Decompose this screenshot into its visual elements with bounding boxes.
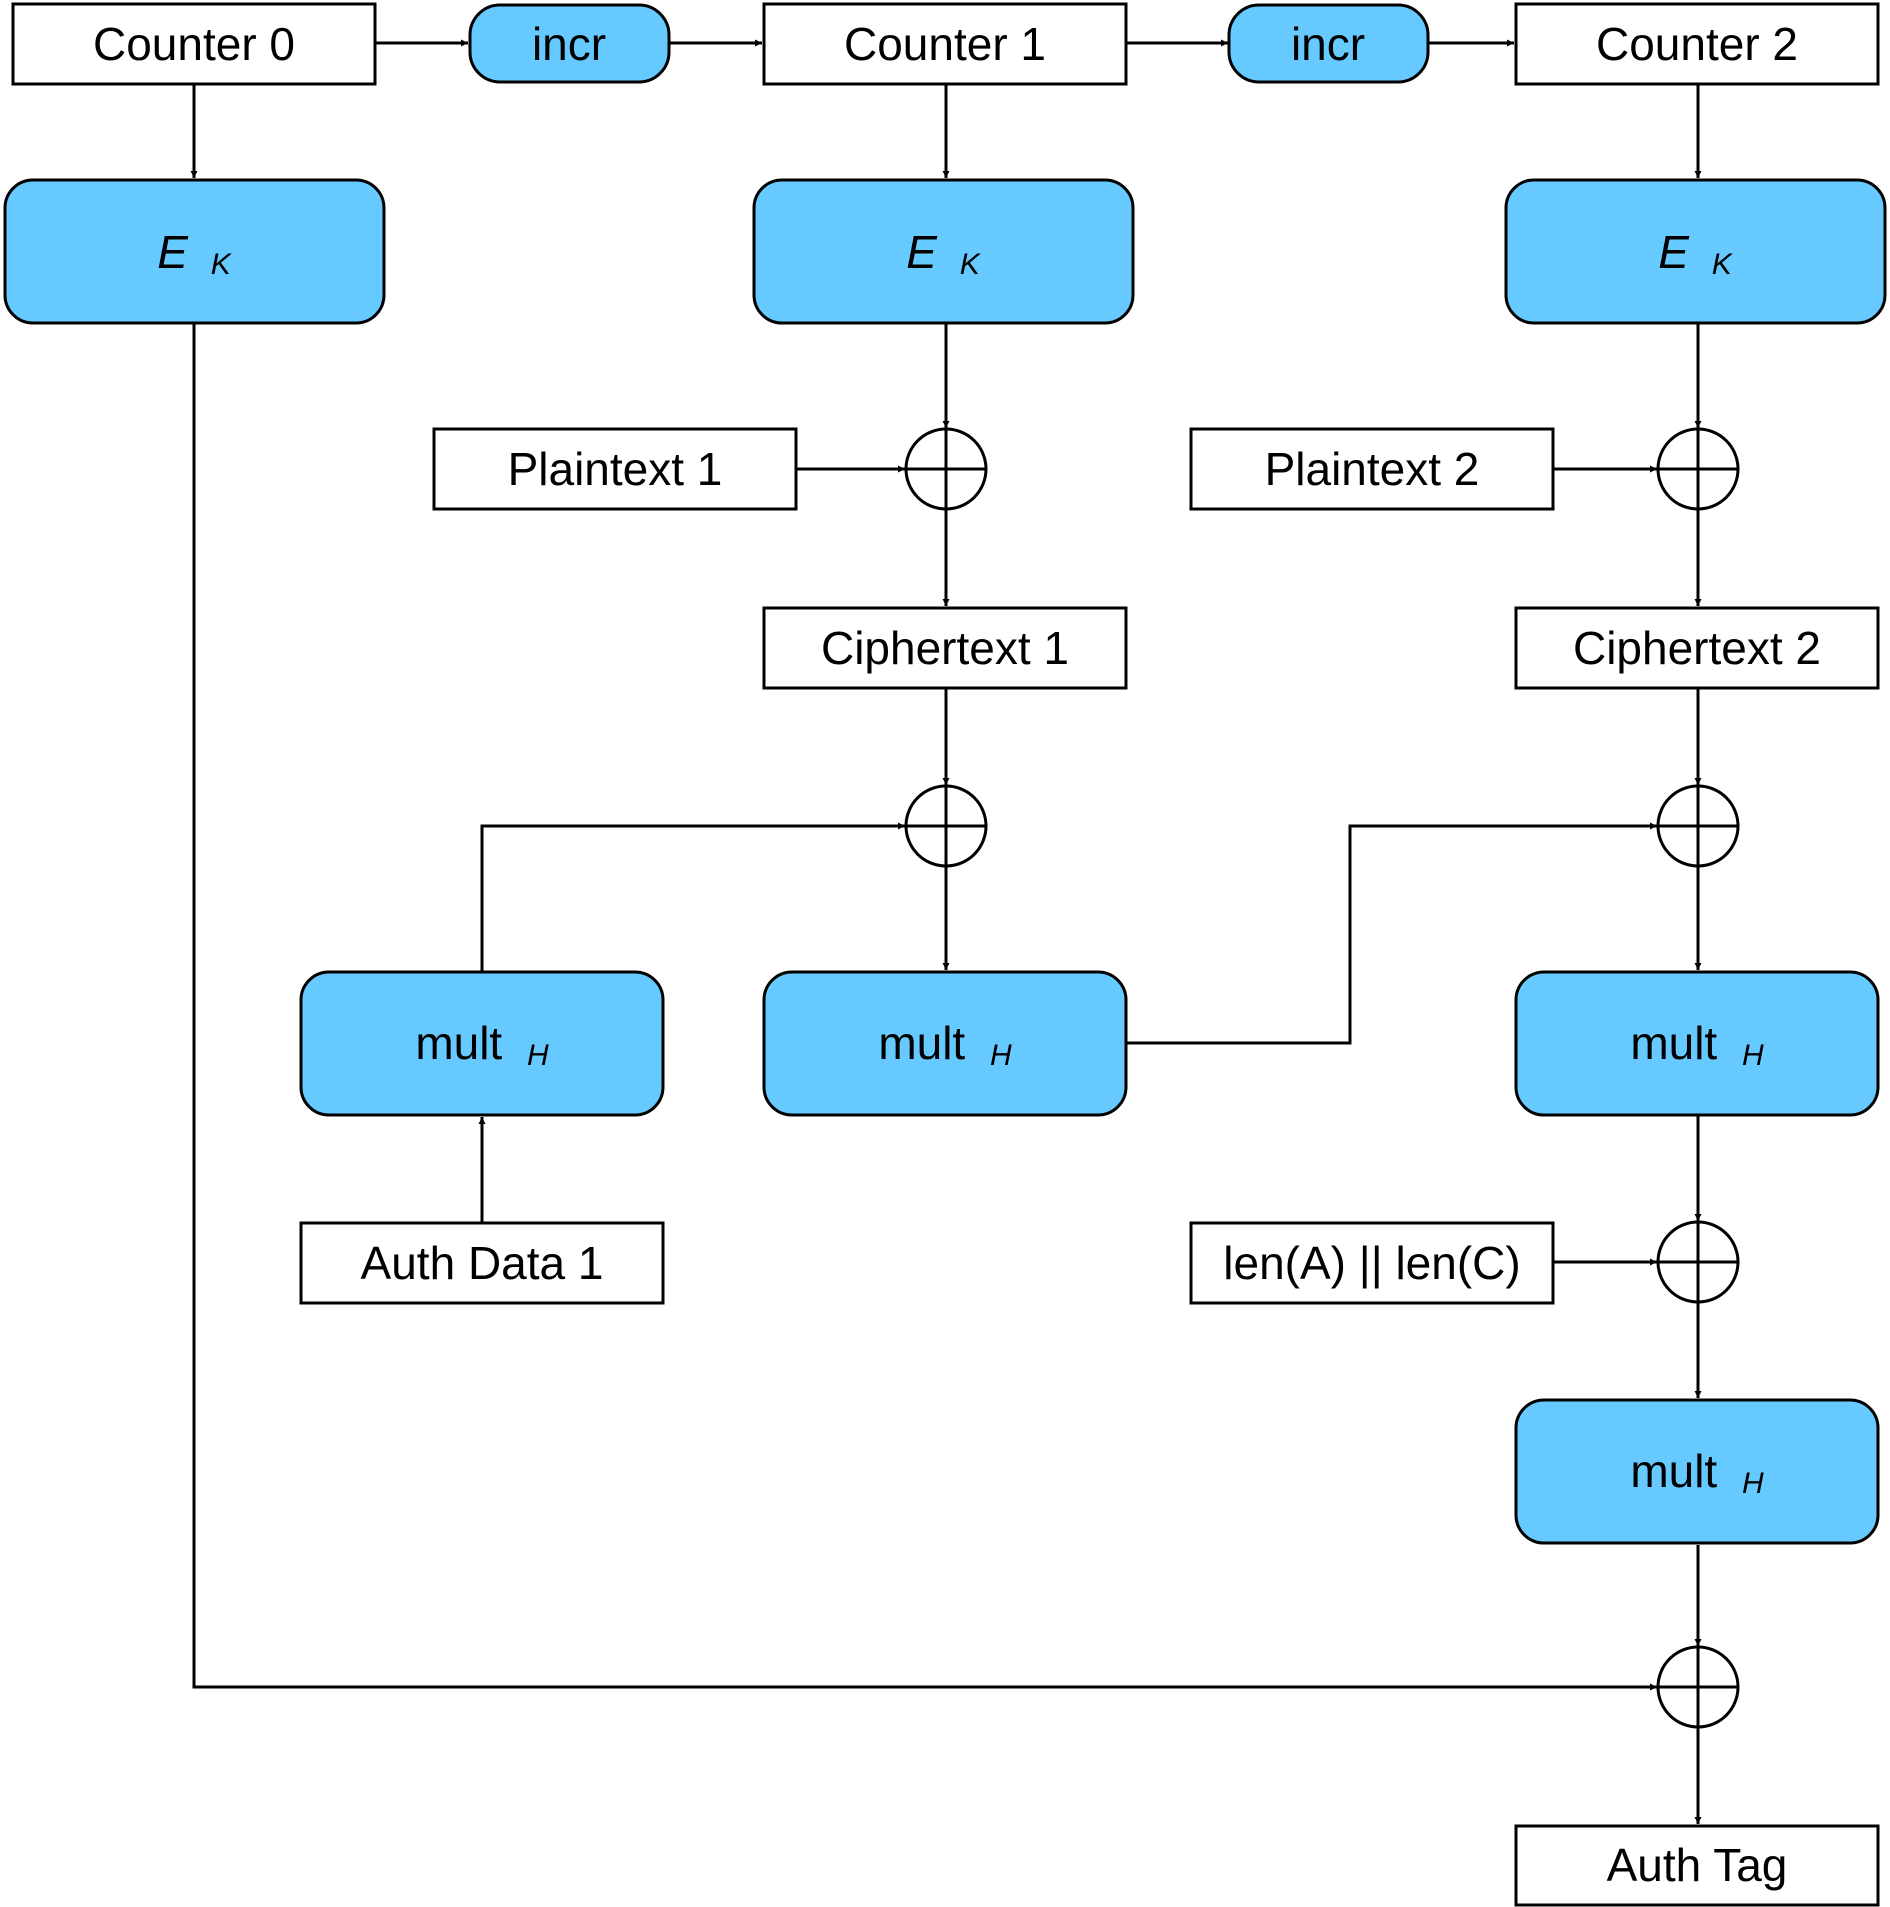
arrow-ek0-xor6 (192, 324, 1657, 1691)
xor-icon (1656, 427, 1740, 511)
mult-3: mult H (1514, 970, 1880, 1117)
encrypt-subscript: K (211, 248, 233, 281)
auth-tag-label: Auth Tag (1607, 1839, 1788, 1891)
xor-nodes (904, 427, 1740, 1729)
counter-0-label: Counter 0 (93, 18, 295, 70)
svg-text:E K: E K (1658, 226, 1733, 281)
counter-1: Counter 1 (762, 2, 1128, 86)
auth-tag: Auth Tag (1514, 1824, 1880, 1907)
incr-1: incr (468, 3, 671, 84)
svg-text:mult H: mult H (415, 1017, 549, 1072)
mult-subscript: H (1742, 1039, 1764, 1072)
counter-1-label: Counter 1 (844, 18, 1046, 70)
incr-2: incr (1227, 3, 1430, 84)
ciphertext-2: Ciphertext 2 (1514, 606, 1880, 690)
counter-2: Counter 2 (1514, 2, 1880, 86)
mult-subscript: H (990, 1039, 1012, 1072)
mult-4: mult H (1514, 1398, 1880, 1545)
xor-icon (1656, 1220, 1740, 1304)
mult-label: mult (1630, 1445, 1717, 1497)
svg-text:E K: E K (906, 226, 981, 281)
xor-icon (1656, 1645, 1740, 1729)
plaintext-1: Plaintext 1 (432, 427, 798, 511)
encrypt-symbol: E (1658, 226, 1690, 278)
encrypt-subscript: K (1712, 248, 1734, 281)
auth-data-1: Auth Data 1 (299, 1221, 665, 1305)
auth-data-1-label: Auth Data 1 (361, 1237, 604, 1289)
plaintext-1-label: Plaintext 1 (508, 443, 723, 495)
plaintext-2-label: Plaintext 2 (1265, 443, 1480, 495)
encrypt-subscript: K (960, 248, 982, 281)
arrow-mult2-xor4 (1125, 822, 1657, 1045)
counter-0: Counter 0 (11, 2, 377, 86)
ciphertext-1-label: Ciphertext 1 (821, 622, 1069, 674)
mult-subscript: H (1742, 1467, 1764, 1500)
encrypt-0: E K (3, 178, 386, 325)
mult-1: mult H (299, 970, 665, 1117)
svg-text:mult H: mult H (1630, 1445, 1764, 1500)
encrypt-2: E K (1504, 178, 1887, 325)
svg-text:mult H: mult H (878, 1017, 1012, 1072)
xor-icon (904, 427, 988, 511)
ciphertext-2-label: Ciphertext 2 (1573, 622, 1821, 674)
mult-label: mult (415, 1017, 502, 1069)
xor-icon (904, 784, 988, 868)
lengths-label: len(A) || len(C) (1223, 1237, 1520, 1289)
connectors (190, 39, 1702, 1824)
mult-label: mult (878, 1017, 965, 1069)
incr-2-label: incr (1291, 18, 1365, 70)
ciphertext-1: Ciphertext 1 (762, 606, 1128, 690)
encrypt-symbol: E (906, 226, 938, 278)
mult-label: mult (1630, 1017, 1717, 1069)
lengths-block: len(A) || len(C) (1189, 1221, 1555, 1305)
mult-2: mult H (762, 970, 1128, 1117)
arrow-mult1-xor3 (480, 822, 905, 971)
mult-subscript: H (527, 1039, 549, 1072)
counter-2-label: Counter 2 (1596, 18, 1798, 70)
plaintext-2: Plaintext 2 (1189, 427, 1555, 511)
incr-1-label: incr (532, 18, 606, 70)
svg-text:mult H: mult H (1630, 1017, 1764, 1072)
svg-text:E K: E K (157, 226, 232, 281)
encrypt-1: E K (752, 178, 1135, 325)
xor-icon (1656, 784, 1740, 868)
encrypt-symbol: E (157, 226, 189, 278)
